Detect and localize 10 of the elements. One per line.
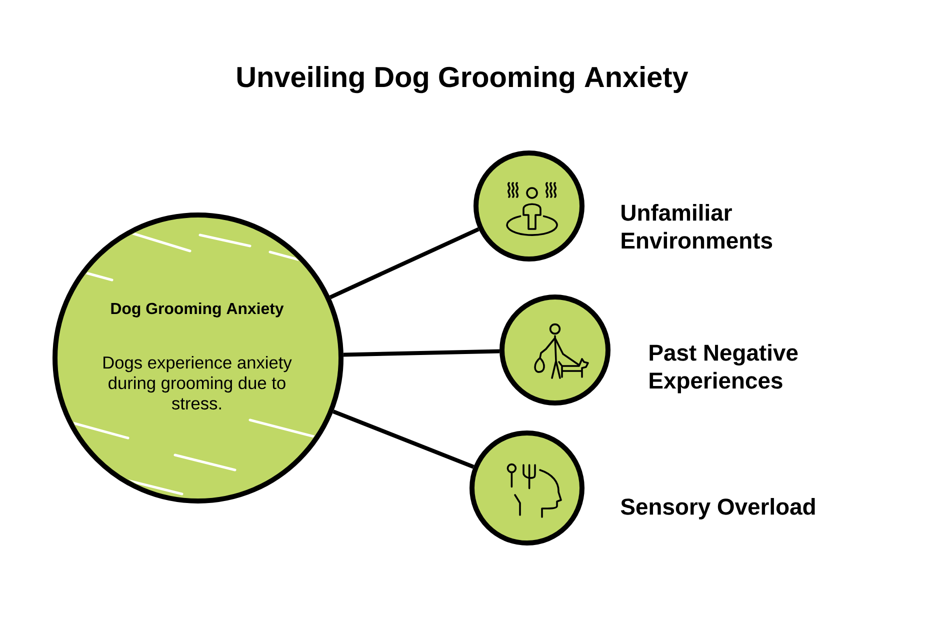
node-heading: Dog Grooming Anxiety [111, 302, 284, 318]
circle-node [52, 212, 344, 504]
connector-line [332, 410, 474, 469]
node-label: Past Negative Experiences [650, 344, 798, 394]
node-label: Unfamiliar Environments [622, 204, 772, 249]
connector-line [329, 227, 480, 300]
title: Unveiling Dog Grooming Anxiety [237, 66, 688, 94]
connector-line [343, 349, 500, 357]
node-label: Sensory Overload [620, 498, 815, 520]
node-description: Dogs experience anxiety during grooming due to stress. [104, 356, 292, 410]
